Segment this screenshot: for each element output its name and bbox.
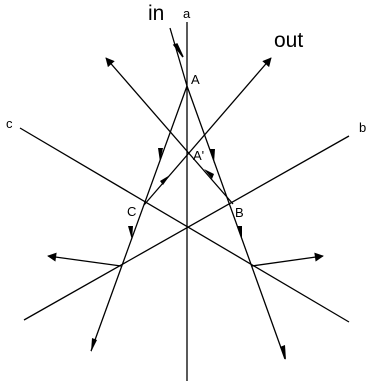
- label-point-a: A: [191, 72, 200, 87]
- ray-lower-left-side: [47, 252, 122, 267]
- ray-b-to-upper-left: [105, 57, 234, 205]
- ray-arrow-lower-left-icon: [128, 226, 133, 240]
- label-point-a-prime: A': [193, 148, 204, 163]
- incoming-ray: [169, 27, 188, 87]
- label-point-c: C: [127, 204, 136, 219]
- ray-arrow-mid-left-icon: [160, 175, 170, 185]
- incoming-ray-arrow-icon: [172, 43, 184, 58]
- label-in: in: [148, 2, 164, 25]
- ray-arrow-left-icon: [158, 148, 163, 162]
- ray-arrow-mid-right-icon: [204, 169, 214, 179]
- ray-end-arrow-left-icon: [91, 338, 97, 352]
- label-point-b: B: [235, 205, 244, 220]
- label-axis-b: b: [359, 120, 366, 135]
- axis-line-c: [19, 127, 350, 323]
- ray-arrow-right-icon: [210, 149, 215, 163]
- ray-a-to-lower-left: [90, 85, 188, 352]
- label-axis-a: a: [183, 6, 191, 21]
- ray-arrow-lower-right-icon: [237, 226, 242, 240]
- ray-end-arrow-right-icon: [280, 345, 286, 360]
- label-axis-c: c: [6, 116, 13, 131]
- ray-a-to-lower-right: [186, 85, 286, 360]
- axis-line-b: [23, 135, 350, 321]
- ray-lower-right-side: [251, 252, 324, 267]
- label-out: out: [274, 29, 303, 52]
